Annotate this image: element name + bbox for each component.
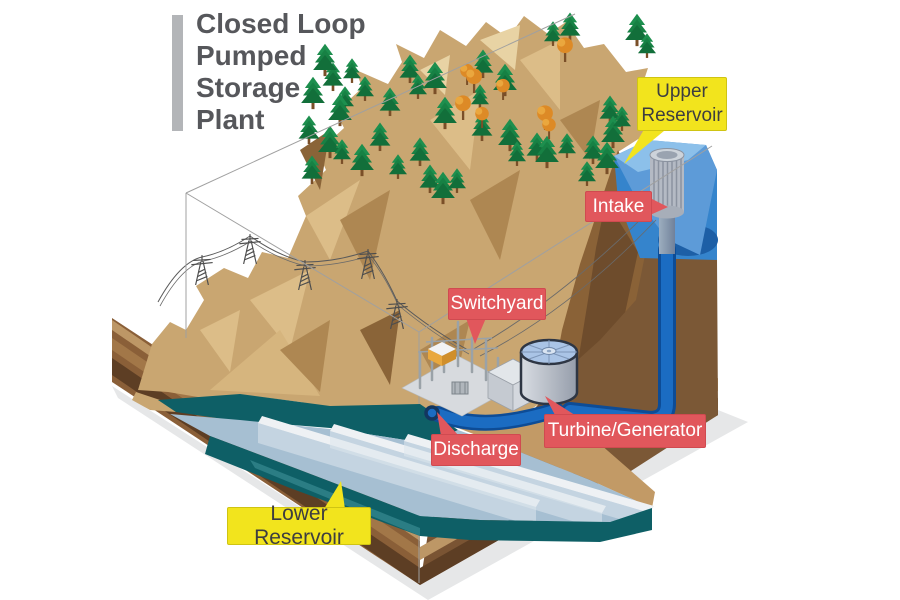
turbine-generator-cylinder	[519, 338, 579, 406]
transformer-box	[451, 381, 469, 395]
callout-tails	[324, 126, 670, 509]
diagram-title: Closed Loop Pumped Storage Plant	[196, 8, 366, 135]
discharge-pipe	[430, 402, 564, 431]
callout-lower-reservoir: Lower Reservoir	[227, 502, 371, 549]
callout-switchyard: Switchyard	[448, 288, 546, 320]
mountain-facets	[200, 25, 664, 404]
callout-turbine-generator: Turbine/Generator	[544, 414, 706, 448]
switchyard-structure	[401, 320, 517, 417]
callout-intake: Intake	[585, 191, 652, 222]
callout-discharge: Discharge	[431, 434, 521, 466]
discharge-outlet	[424, 405, 440, 421]
switchyard-building	[428, 342, 456, 366]
callout-upper-reservoir: Upper Reservoir	[637, 77, 727, 131]
title-accent-bar	[172, 15, 183, 131]
